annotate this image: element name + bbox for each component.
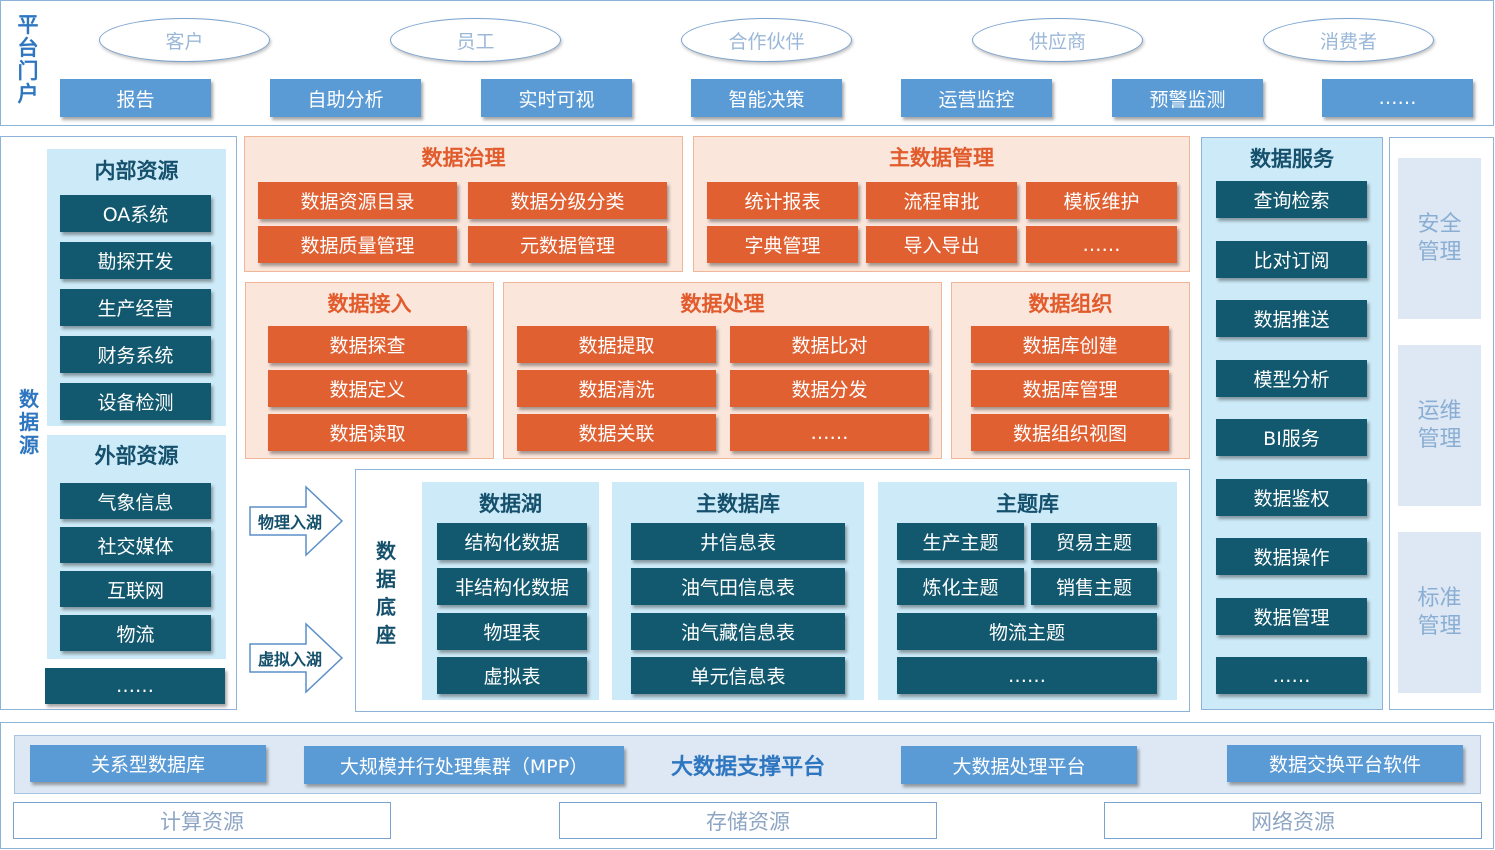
portal-function-smart-decision: 智能决策 xyxy=(691,79,842,117)
processing-title: 数据处理 xyxy=(680,292,765,316)
portal-function-self-analysis: 自助分析 xyxy=(270,79,421,117)
source-item-equipment: 设备检测 xyxy=(60,383,211,420)
lake-item-unstructured: 非结构化数据 xyxy=(437,568,587,605)
organization-item-db-create: 数据库创建 xyxy=(971,326,1169,363)
lake-item-physical-table: 物理表 xyxy=(437,613,587,650)
processing-item-extract: 数据提取 xyxy=(517,326,716,363)
user-oval-supplier: 供应商 xyxy=(972,18,1143,62)
master-db-item-well: 井信息表 xyxy=(631,523,845,560)
portal-function-operation-monitor: 运营监控 xyxy=(901,79,1052,117)
organization-title: 数据组织 xyxy=(1028,292,1113,316)
service-item-manage: 数据管理 xyxy=(1216,598,1367,635)
master-data-mgmt-title: 主数据管理 xyxy=(889,146,994,170)
mdm-item-statistics: 统计报表 xyxy=(707,182,858,219)
mdm-item-more: …… xyxy=(1026,226,1177,263)
governance-item-classification: 数据分级分类 xyxy=(468,182,667,219)
master-db-item-unit: 单元信息表 xyxy=(631,657,845,694)
master-db-title: 主数据库 xyxy=(696,492,780,516)
resource-network: 网络资源 xyxy=(1104,802,1482,839)
processing-item-associate: 数据关联 xyxy=(517,414,716,451)
ingestion-title: 数据接入 xyxy=(327,292,412,316)
organization-item-db-manage: 数据库管理 xyxy=(971,370,1169,407)
service-item-more: …… xyxy=(1216,657,1367,694)
governance-item-metadata: 元数据管理 xyxy=(468,226,667,263)
processing-item-distribute: 数据分发 xyxy=(730,370,929,407)
governance-item-catalog: 数据资源目录 xyxy=(258,182,457,219)
service-item-operate: 数据操作 xyxy=(1216,538,1367,575)
mdm-item-approval: 流程审批 xyxy=(866,182,1017,219)
processing-item-clean: 数据清洗 xyxy=(517,370,716,407)
governance-item-quality: 数据质量管理 xyxy=(258,226,457,263)
lake-item-virtual-table: 虚拟表 xyxy=(437,657,587,694)
ops-management: 运维管理 xyxy=(1398,345,1481,506)
theme-db-title: 主题库 xyxy=(996,492,1059,516)
virtual-ingest-arrow xyxy=(249,622,344,694)
support-item-bigdata: 大数据处理平台 xyxy=(901,746,1137,784)
theme-item-sales: 销售主题 xyxy=(1031,568,1157,605)
data-base-title: 数据底座 xyxy=(376,539,396,647)
theme-item-refining: 炼化主题 xyxy=(897,568,1024,605)
support-item-exchange: 数据交换平台软件 xyxy=(1227,745,1463,782)
user-oval-employee: 员工 xyxy=(390,18,561,62)
support-platform-title: 大数据支撑平台 xyxy=(670,755,825,780)
source-item-social-media: 社交媒体 xyxy=(60,527,211,563)
source-item-logistics: 物流 xyxy=(60,615,211,651)
data-source-title: 数据源 xyxy=(19,387,39,457)
user-oval-consumer: 消费者 xyxy=(1263,18,1434,62)
source-item-oa: OA系统 xyxy=(60,195,211,232)
organization-item-view: 数据组织视图 xyxy=(971,414,1169,451)
mdm-item-dictionary: 字典管理 xyxy=(707,226,858,263)
virtual-ingest-label: 虚拟入湖 xyxy=(257,650,322,669)
theme-item-production: 生产主题 xyxy=(897,523,1024,560)
resource-storage: 存储资源 xyxy=(559,802,937,839)
source-item-exploration: 勘探开发 xyxy=(60,242,211,279)
service-item-bi: BI服务 xyxy=(1216,419,1367,456)
service-item-subscribe: 比对订阅 xyxy=(1216,241,1367,278)
user-oval-customer: 客户 xyxy=(99,18,270,62)
support-item-mpp: 大规模并行处理集群（MPP） xyxy=(304,746,624,784)
service-item-query: 查询检索 xyxy=(1216,181,1367,218)
theme-item-trade: 贸易主题 xyxy=(1031,523,1157,560)
security-management: 安全管理 xyxy=(1398,158,1481,319)
standard-management: 标准管理 xyxy=(1398,532,1481,693)
service-item-auth: 数据鉴权 xyxy=(1216,479,1367,516)
service-item-model: 模型分析 xyxy=(1216,360,1367,397)
theme-item-logistics: 物流主题 xyxy=(897,613,1157,650)
portal-function-realtime-visual: 实时可视 xyxy=(481,79,632,117)
master-db-item-field: 油气田信息表 xyxy=(631,568,845,605)
master-db-item-reservoir: 油气藏信息表 xyxy=(631,613,845,650)
processing-item-more: …… xyxy=(730,414,929,451)
theme-item-more: …… xyxy=(897,657,1157,694)
external-resource-title: 外部资源 xyxy=(94,444,179,468)
governance-title: 数据治理 xyxy=(421,146,506,170)
internal-resource-title: 内部资源 xyxy=(94,159,179,183)
resource-compute: 计算资源 xyxy=(13,802,391,839)
physical-ingest-label: 物理入湖 xyxy=(257,513,322,532)
mdm-item-template: 模板维护 xyxy=(1026,182,1177,219)
ingestion-item-define: 数据定义 xyxy=(268,370,467,407)
data-service-title: 数据服务 xyxy=(1250,147,1334,171)
ingestion-item-explore: 数据探查 xyxy=(268,326,467,363)
lake-item-structured: 结构化数据 xyxy=(437,523,587,560)
ingestion-item-read: 数据读取 xyxy=(268,414,467,451)
service-item-push: 数据推送 xyxy=(1216,300,1367,337)
source-item-finance: 财务系统 xyxy=(60,336,211,373)
portal-function-report: 报告 xyxy=(60,79,211,117)
data-lake-title: 数据湖 xyxy=(479,492,542,516)
mdm-item-import-export: 导入导出 xyxy=(866,226,1017,263)
portal-function-alert-monitor: 预警监测 xyxy=(1112,79,1263,117)
support-item-rdbms: 关系型数据库 xyxy=(30,745,266,782)
user-oval-partner: 合作伙伴 xyxy=(681,18,852,62)
source-item-internet: 互联网 xyxy=(60,571,211,607)
source-item-more: …… xyxy=(45,668,225,704)
portal-title: 平台门户 xyxy=(17,13,39,106)
source-item-production: 生产经营 xyxy=(60,289,211,326)
processing-item-compare: 数据比对 xyxy=(730,326,929,363)
source-item-weather: 气象信息 xyxy=(60,483,211,519)
portal-function-more: …… xyxy=(1322,79,1473,117)
physical-ingest-arrow xyxy=(249,485,344,557)
